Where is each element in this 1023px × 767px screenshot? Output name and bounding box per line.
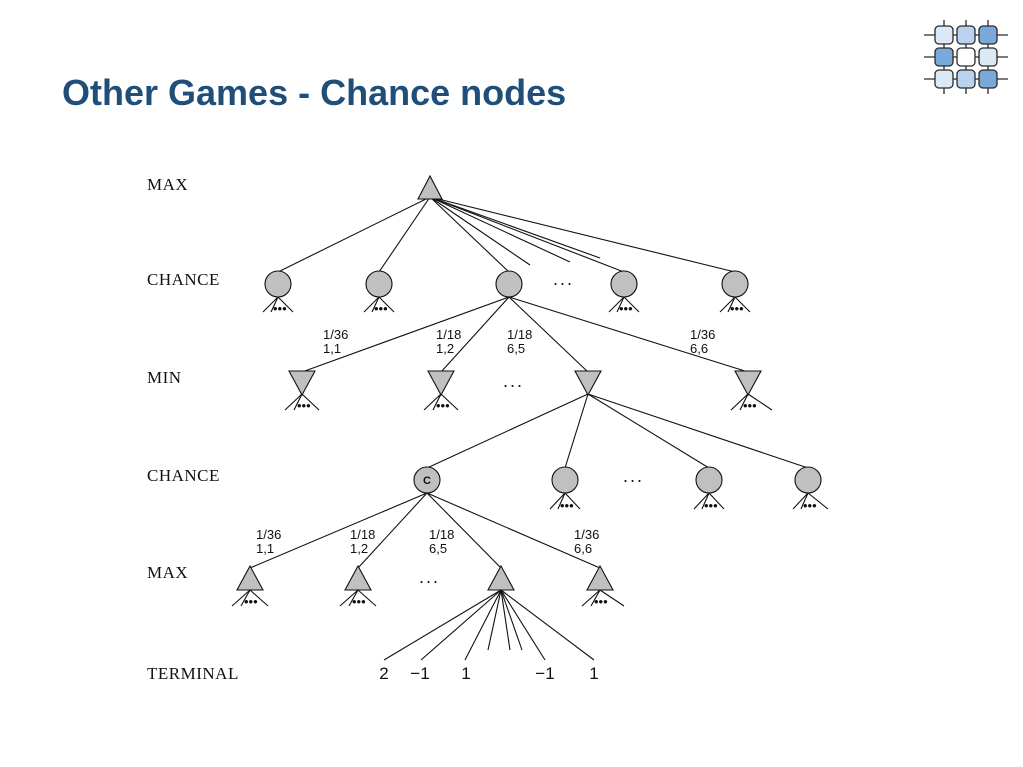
min-node	[574, 370, 602, 397]
branch-roll: 1,1	[323, 341, 341, 356]
stub	[284, 393, 320, 411]
branch-prob: 1/36	[690, 327, 715, 342]
branch-prob: 1/36	[256, 527, 281, 542]
level-label-chance-2: CHANCE	[147, 466, 220, 485]
stub-ellipses: ••• ••• ••• ••• ••• ••• ••• ••• ••• ••• …	[244, 301, 817, 609]
chance-to-min-edges	[301, 296, 749, 373]
level-label-max: MAX	[147, 175, 188, 194]
min-node	[288, 370, 316, 397]
max-node	[586, 564, 614, 591]
min-node	[734, 370, 762, 397]
max-node	[236, 564, 264, 591]
stub	[792, 492, 829, 510]
chance-node	[365, 270, 393, 298]
stub-ellipsis: •••	[436, 398, 450, 413]
stub-ellipsis: •••	[273, 301, 287, 316]
branch-roll: 1,1	[256, 541, 274, 556]
branch-roll: 6,5	[507, 341, 525, 356]
stub	[363, 296, 395, 313]
max-node	[487, 564, 515, 591]
terminal-value: −1	[410, 664, 429, 683]
stub	[730, 393, 773, 411]
chance-node	[610, 270, 638, 298]
max-to-terminal-edges	[383, 589, 595, 661]
ellipsis: ...	[419, 567, 440, 587]
stub	[262, 296, 294, 313]
branch-prob: 1/36	[323, 327, 348, 342]
branch-roll: 6,5	[429, 541, 447, 556]
stub-ellipsis: •••	[560, 498, 574, 513]
terminal-value: 2	[379, 664, 388, 683]
min-to-chance-edges	[426, 393, 809, 469]
ellipsis: ...	[503, 371, 524, 391]
terminal-value: −1	[535, 664, 554, 683]
stub-ellipsis: •••	[730, 301, 744, 316]
stub	[608, 296, 640, 313]
chance-node	[495, 270, 523, 298]
stub-ellipsis: •••	[594, 594, 608, 609]
root-edges	[277, 196, 736, 273]
stub-ellipsis: •••	[244, 594, 258, 609]
stub-ellipsis: •••	[743, 398, 757, 413]
stub	[693, 492, 725, 510]
chance-node	[695, 466, 723, 494]
level-label-min: MIN	[147, 368, 182, 387]
chance-node	[794, 466, 822, 494]
stub-ellipsis: •••	[297, 398, 311, 413]
branch-prob: 1/18	[429, 527, 454, 542]
max-node	[344, 564, 372, 591]
stub	[231, 589, 269, 607]
branch-prob: 1/18	[350, 527, 375, 542]
chance-to-max-edges	[249, 492, 601, 569]
terminal-value: 1	[589, 664, 598, 683]
chance-symbol: C	[423, 475, 431, 487]
branch-roll: 1,2	[350, 541, 368, 556]
chance-node	[721, 270, 749, 298]
stub-ellipsis: •••	[619, 301, 633, 316]
slide-title: Other Games - Chance nodes	[62, 72, 567, 113]
stub	[339, 589, 377, 607]
chance-node	[264, 270, 292, 298]
stub	[549, 492, 581, 510]
branch-prob: 1/18	[436, 327, 461, 342]
min-node	[427, 370, 455, 397]
stub	[423, 393, 459, 411]
branch-prob: 1/18	[507, 327, 532, 342]
stub-ellipsis: •••	[704, 498, 718, 513]
stub	[719, 296, 751, 313]
level-label-terminal: TERMINAL	[147, 664, 239, 683]
branch-roll: 6,6	[574, 541, 592, 556]
branch-roll: 6,6	[690, 341, 708, 356]
grid-network-logo	[924, 20, 1008, 94]
stub-ellipsis: •••	[374, 301, 388, 316]
chance-node-c	[413, 466, 441, 494]
branch-roll: 1,2	[436, 341, 454, 356]
ellipsis: ...	[553, 269, 574, 289]
max-node	[417, 174, 443, 200]
terminal-value: 1	[461, 664, 470, 683]
stub	[581, 589, 625, 607]
stub-ellipsis: •••	[352, 594, 366, 609]
level-label-chance: CHANCE	[147, 270, 220, 289]
ellipsis: ...	[623, 466, 644, 486]
chance-node	[551, 466, 579, 494]
branch-prob: 1/36	[574, 527, 599, 542]
stub-ellipsis: •••	[803, 498, 817, 513]
level-label-max-2: MAX	[147, 563, 188, 582]
node-stubs	[231, 296, 829, 607]
